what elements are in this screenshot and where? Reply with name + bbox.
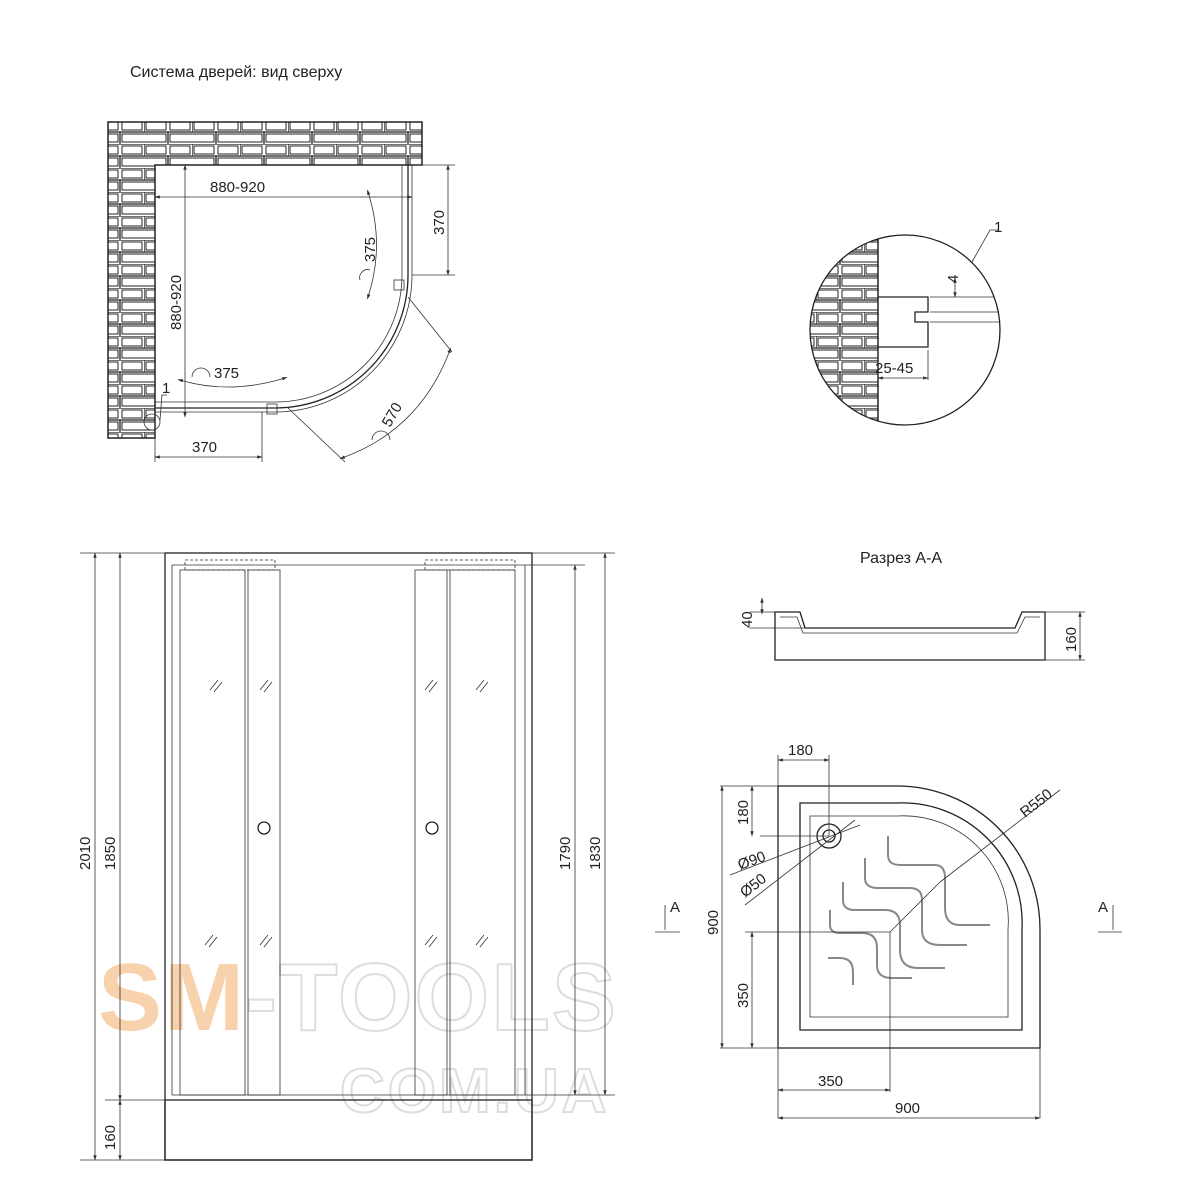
gap-label: 4 <box>945 275 962 283</box>
tray-ext-lines <box>720 755 1041 1118</box>
opening-dim <box>339 347 451 459</box>
panel-right-door <box>414 569 448 1096</box>
arc-symbol-right <box>359 269 371 281</box>
watermark-rest: -TOOLS <box>245 944 618 1051</box>
ext-lines-opening <box>287 296 453 463</box>
section-mark-left-line <box>655 905 680 933</box>
radius-leader <box>939 789 1061 883</box>
handle-left[interactable] <box>257 821 271 835</box>
bottom-fixed-label: 370 <box>192 439 217 456</box>
section-height-label: 160 <box>1063 627 1080 652</box>
anti-slip-pattern <box>828 836 990 985</box>
tray-height-label: 160 <box>102 1125 119 1150</box>
tray-section-inner <box>780 616 1040 634</box>
detail-ext-lines <box>930 296 1000 323</box>
handle-right[interactable] <box>425 821 439 835</box>
arc-symbol-bottom <box>191 367 211 378</box>
roller-bottom <box>266 403 278 415</box>
width-label: 880-920 <box>210 179 265 196</box>
callout-leader <box>159 394 167 421</box>
detail-callout-circle <box>143 413 161 431</box>
enclosure-inner <box>155 165 403 403</box>
bottom-door-arc-dim <box>177 377 288 388</box>
size-y-label: 900 <box>705 910 722 935</box>
depth-label: 880-920 <box>168 275 185 330</box>
enclosure-outer <box>155 165 409 409</box>
arc-symbol-opening <box>371 430 391 441</box>
detail-view: 1 4 25-45 <box>809 219 1002 426</box>
rim-label: 40 <box>739 611 756 628</box>
roller-right <box>393 279 405 291</box>
tray-basin <box>809 815 1009 1018</box>
top-view-title: Система дверей: вид сверху <box>130 64 342 81</box>
detail-callout-label: 1 <box>162 380 170 397</box>
watermark-domain: COM.UA <box>340 1057 609 1126</box>
section-mark-right: A <box>1098 899 1108 916</box>
radius-line <box>889 881 941 933</box>
tray-section <box>774 611 1046 661</box>
corner-x-label: 350 <box>818 1073 843 1090</box>
section-title: Разрез А-А <box>860 550 942 567</box>
tray-front <box>164 1099 533 1161</box>
inner-diameter-label: Ø50 <box>737 870 770 901</box>
radius-label: R550 <box>1017 786 1056 821</box>
total-height-label: 2010 <box>77 837 94 870</box>
glass-marks <box>204 679 489 948</box>
brick-wall <box>107 121 423 439</box>
opening-label: 570 <box>379 400 406 430</box>
ext-lines-bottom <box>154 412 263 462</box>
corner-y-label: 350 <box>735 983 752 1008</box>
size-x-label: 900 <box>895 1100 920 1117</box>
front-ext-lines <box>80 552 615 1161</box>
frame-height-label: 1850 <box>102 837 119 870</box>
right-door-arc-label: 375 <box>362 237 379 262</box>
outer-diameter-label: Ø90 <box>736 848 768 874</box>
enclosure-rail <box>155 165 413 413</box>
section-mark-right-line <box>1098 905 1122 933</box>
adjust-label: 25-45 <box>875 360 913 377</box>
right-door-arc-dim <box>367 189 377 300</box>
drain-y-label: 180 <box>735 800 752 825</box>
diameter-leaders <box>729 819 861 906</box>
profile-section <box>878 296 929 348</box>
top-rail-left <box>184 559 276 571</box>
detail-callout: 1 <box>994 219 1002 236</box>
frame-inner <box>171 564 526 1096</box>
section-ext-lines <box>750 611 1085 661</box>
watermark-accent: SM <box>98 944 246 1051</box>
right-fixed-label: 370 <box>431 210 448 235</box>
tray-outline <box>777 785 1041 1049</box>
section-view: Разрез А-А 40 160 <box>739 550 1085 661</box>
section-mark-left: A <box>670 899 680 916</box>
bottom-door-arc-label: 375 <box>214 365 239 382</box>
detail-ext-lines-2 <box>877 350 929 380</box>
top-view: Система дверей: вид сверху 1 880-920 880… <box>107 64 455 463</box>
top-rail-right <box>424 559 516 571</box>
inner-height-label: 1830 <box>587 837 604 870</box>
detail-circle <box>809 234 1001 426</box>
watermark: SM -TOOLS COM.UA <box>98 943 618 1127</box>
tray-rim <box>799 802 1023 1031</box>
tray-plan: 180 180 900 350 350 900 R550 Ø90 Ø50 A A <box>655 742 1122 1120</box>
front-view: 2010 1850 160 1790 1830 <box>77 552 615 1161</box>
door-height-label: 1790 <box>557 837 574 870</box>
drain-x-label: 180 <box>788 742 813 759</box>
detail-leader <box>971 229 998 263</box>
